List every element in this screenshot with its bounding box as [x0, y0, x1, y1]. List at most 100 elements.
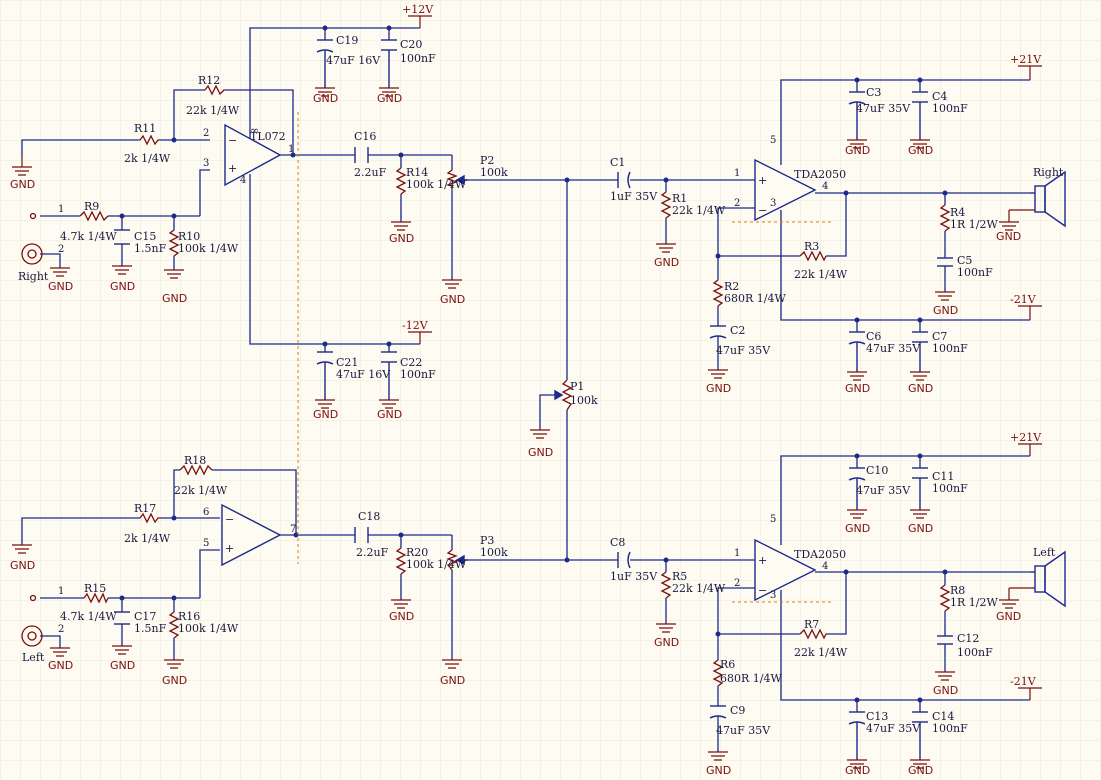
val-c19: 47uF 16V [326, 54, 381, 67]
ref-r7: R7 [804, 618, 819, 631]
gnd-label: GND [377, 408, 402, 421]
gnd-label: GND [162, 674, 187, 687]
ref-r14: R14 [406, 166, 428, 179]
resistor-r20 [395, 547, 407, 575]
resistor-r9 [79, 210, 109, 222]
gnd-label: GND [908, 764, 933, 777]
val-c14: 100nF [932, 722, 968, 735]
gnd-label: GND [440, 293, 465, 306]
ref-r6: R6 [720, 658, 735, 671]
potentiometer-p1 [561, 379, 573, 411]
pin-number: 4 [822, 561, 828, 572]
val-c11: 100nF [932, 482, 968, 495]
resistor-r2 [712, 279, 724, 307]
val-c1: 1uF 35V [610, 190, 658, 203]
val-c12: 100nF [957, 646, 993, 659]
ref-c10: C10 [866, 464, 888, 477]
val-r4: 1R 1/2W [950, 218, 998, 231]
val-c7: 100nF [932, 342, 968, 355]
gnd-label: GND [908, 144, 933, 157]
val-p2: 100k [480, 166, 508, 179]
label-tda2050-left: TDA2050 [794, 548, 846, 561]
tda2050-left-amp [754, 538, 817, 602]
opamp-plus-sign: + [228, 162, 237, 175]
infinity-mark: ∞ [250, 124, 259, 137]
label-plus21v: +21V [1010, 53, 1042, 66]
potentiometer-p2 [445, 169, 458, 187]
ref-c4: C4 [932, 90, 947, 103]
gnd-label: GND [933, 304, 958, 317]
val-r8: 1R 1/2W [950, 596, 998, 609]
val-r20: 100k 1/4W [406, 558, 467, 571]
opamp-plus-sign: + [225, 542, 234, 555]
opamp-minus-sign: − [225, 513, 234, 526]
val-c5: 100nF [957, 266, 993, 279]
ref-c6: C6 [866, 330, 881, 343]
resistor-r11 [139, 134, 160, 146]
ref-c18: C18 [358, 510, 380, 523]
val-r7: 22k 1/4W [794, 646, 848, 659]
ref-r16: R16 [178, 610, 200, 623]
val-c9: 47uF 35V [716, 724, 771, 737]
pin-number: 4 [822, 181, 828, 192]
pin-number: 3 [770, 590, 776, 601]
gnd-label: GND [654, 636, 679, 649]
gnd-label: GND [528, 446, 553, 459]
ref-r18: R18 [184, 454, 206, 467]
val-r2: 680R 1/4W [724, 292, 786, 305]
gnd-label: GND [654, 256, 679, 269]
resistor-r1 [660, 191, 672, 219]
ref-r10: R10 [178, 230, 200, 243]
gnd-label: GND [313, 408, 338, 421]
val-r3: 22k 1/4W [794, 268, 848, 281]
label-minus21v: -21V [1010, 675, 1037, 688]
gnd-label: GND [48, 280, 73, 293]
val-r18: 22k 1/4W [174, 484, 228, 497]
ref-p2: P2 [480, 154, 494, 167]
resistor-r18 [179, 464, 213, 476]
resistor-r8 [939, 584, 951, 612]
ref-c11: C11 [932, 470, 954, 483]
gnd-label: GND [313, 92, 338, 105]
ref-r20: R20 [406, 546, 428, 559]
val-r12: 22k 1/4W [186, 104, 240, 117]
val-c22: 100nF [400, 368, 436, 381]
resistor-r7 [799, 628, 827, 640]
pin-number: 5 [770, 135, 776, 146]
gnd-label: GND [845, 764, 870, 777]
gnd-label: GND [933, 684, 958, 697]
labels: +12V -12V +21V -21V +21V -21V TL072 ∞ TD… [10, 3, 1064, 777]
val-c16: 2.2uF [354, 166, 387, 179]
gnd-label: GND [10, 178, 35, 191]
pin-number: 7 [290, 524, 296, 535]
ref-r5: R5 [672, 570, 687, 583]
resistors [79, 84, 951, 687]
resistor-r16 [168, 611, 180, 639]
gnd-label: GND [706, 764, 731, 777]
resistor-r12 [204, 84, 225, 96]
val-r16: 100k 1/4W [178, 622, 239, 635]
gnd-label: GND [110, 280, 135, 293]
ref-r2: R2 [724, 280, 739, 293]
gnd-label: GND [389, 232, 414, 245]
gnd-label: GND [845, 522, 870, 535]
val-r1: 22k 1/4W [672, 204, 726, 217]
amp-plus-sign: + [758, 174, 767, 187]
ref-c2: C2 [730, 324, 745, 337]
val-r6: 680R 1/4W [720, 672, 782, 685]
ref-c21: C21 [336, 356, 358, 369]
ref-c16: C16 [354, 130, 376, 143]
amp-plus-sign: + [758, 554, 767, 567]
ref-c13: C13 [866, 710, 888, 723]
potentiometer-p3 [446, 549, 458, 571]
val-p3: 100k [480, 546, 508, 559]
ref-c14: C14 [932, 710, 954, 723]
val-c21: 47uF 16V [336, 368, 391, 381]
gnd-label: GND [996, 230, 1021, 243]
pin-number: 5 [770, 514, 776, 525]
ref-r8: R8 [950, 584, 965, 597]
pin-number: 3 [770, 198, 776, 209]
val-c20: 100nF [400, 52, 436, 65]
